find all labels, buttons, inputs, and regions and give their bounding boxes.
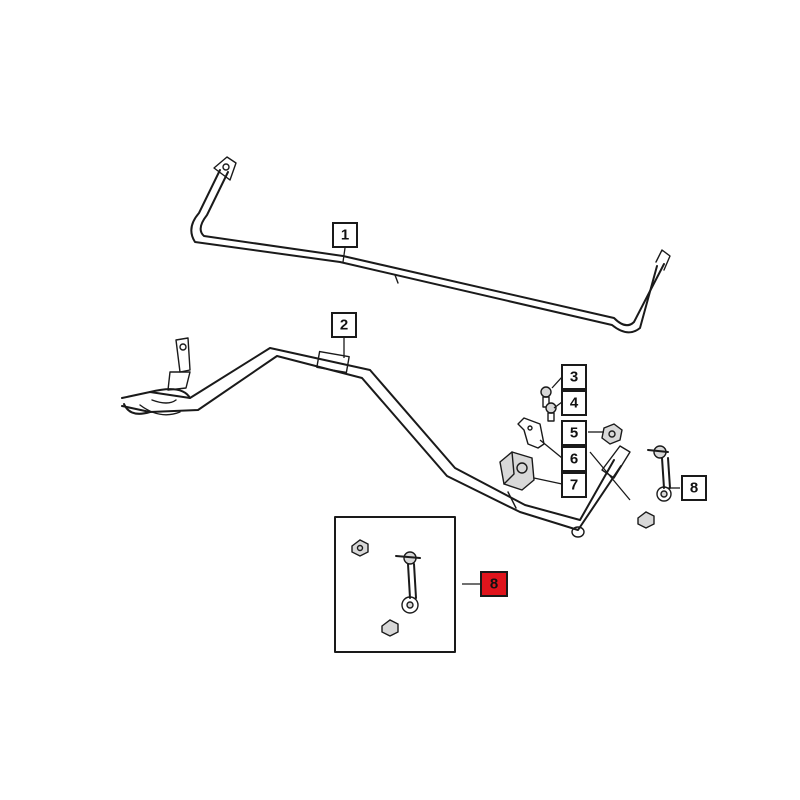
stabilizer-link (637, 445, 672, 529)
svg-text:5: 5 (570, 425, 578, 442)
svg-text:2: 2 (340, 317, 348, 334)
callout-1: 1 (332, 222, 358, 248)
bushing (499, 451, 535, 491)
callout-5: 5 (561, 420, 587, 446)
callout-3: 3 (561, 364, 587, 390)
callout-8: 8 (681, 475, 707, 501)
stabilizer-bar-lower (121, 337, 631, 538)
callout-8-highlighted[interactable]: 8 (480, 571, 508, 597)
nut-5 (601, 423, 623, 445)
svg-text:1: 1 (341, 227, 349, 244)
svg-text:8: 8 (690, 480, 698, 497)
callout-6: 6 (561, 446, 587, 472)
svg-text:3: 3 (570, 369, 578, 386)
callout-4: 4 (561, 390, 587, 416)
svg-text:4: 4 (570, 395, 579, 412)
callout-2: 2 (331, 312, 357, 338)
leader-lines (342, 247, 680, 585)
svg-text:7: 7 (570, 477, 578, 494)
bushing-retainer (517, 417, 545, 449)
bolt-4 (545, 402, 557, 422)
inset-stabilizer-link (334, 516, 456, 653)
svg-text:6: 6 (570, 451, 578, 468)
callout-7: 7 (561, 472, 587, 498)
svg-text:8: 8 (490, 576, 498, 593)
stabilizer-bar-upper (190, 156, 671, 334)
